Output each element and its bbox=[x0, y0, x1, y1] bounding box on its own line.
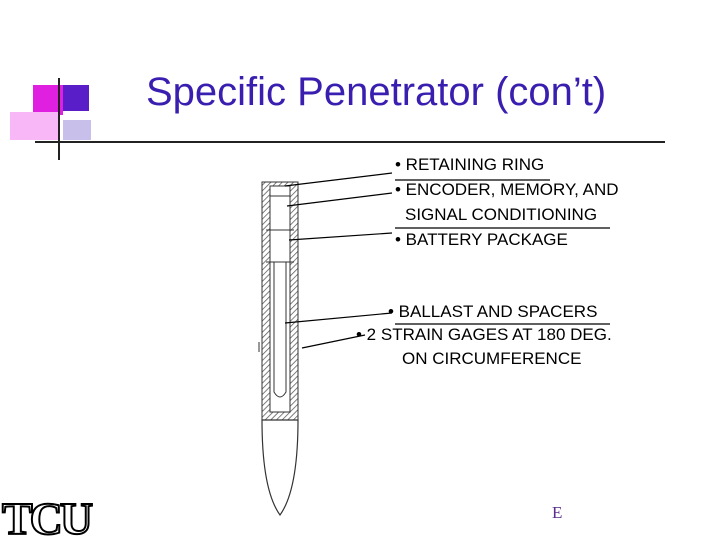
decor-horizontal-line bbox=[35, 141, 665, 143]
label-battery-package: • BATTERY PACKAGE bbox=[395, 230, 568, 249]
label-strain-gages: • 2 STRAIN GAGES AT 180 DEG. bbox=[356, 325, 612, 344]
svg-text:TCU: TCU bbox=[2, 493, 93, 540]
label-encoder: • ENCODER, MEMORY, AND bbox=[395, 180, 619, 199]
leader-lines bbox=[284, 172, 610, 349]
label-retaining-ring: • RETAINING RING bbox=[395, 155, 545, 174]
label-circumference: ON CIRCUMFERENCE bbox=[402, 349, 582, 368]
label-ballast: • BALLAST AND SPACERS bbox=[388, 302, 598, 321]
decor-block-lavender bbox=[63, 120, 91, 140]
penetrator-body bbox=[258, 181, 299, 517]
slide-letter: E bbox=[552, 503, 563, 522]
decor-vertical-line bbox=[58, 78, 60, 160]
label-signal-conditioning: SIGNAL CONDITIONING bbox=[405, 205, 598, 224]
slide-title: Specific Penetrator (con’t) bbox=[146, 70, 607, 114]
decor-block-purple bbox=[63, 85, 89, 111]
tcu-logo: TCU bbox=[1, 492, 97, 540]
decor-block-pink bbox=[10, 112, 58, 140]
